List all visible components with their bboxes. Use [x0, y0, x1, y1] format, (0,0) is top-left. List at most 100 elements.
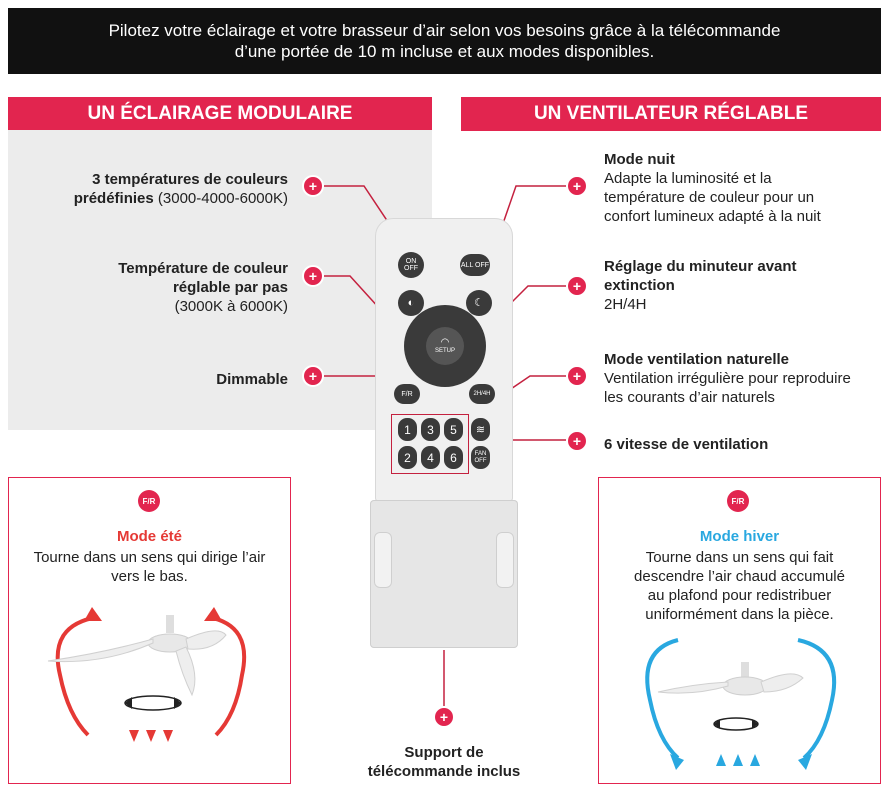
summer-desc: Tourne dans un sens qui dirige l’air ver… [8, 548, 291, 586]
speed-key-5[interactable]: 5 [444, 418, 463, 441]
plus-support[interactable]: + [433, 706, 455, 728]
feature-temp-preset-bold2: prédéfinies [73, 190, 154, 207]
summer-arrow-left [55, 615, 99, 737]
feature-temp-step: Température de couleur réglable par pas … [30, 259, 288, 316]
winter-desc-4: uniformément dans la pièce. [645, 606, 834, 623]
summer-rotation-arrow-left [125, 697, 132, 709]
summer-fan-blade-left [47, 638, 154, 663]
feature-timer-title-2: extinction [604, 277, 675, 294]
winter-fan-illustration [645, 638, 837, 770]
speed-key-3[interactable]: 3 [421, 418, 440, 441]
feature-temp-step-range: (3000K à 6000K) [174, 298, 288, 315]
summer-fan-blade-right [185, 630, 227, 650]
intro-banner: Pilotez votre éclairage et votre brasseu… [8, 8, 881, 74]
temperature-icon: ◐ [407, 296, 415, 309]
speed-keys-outline [391, 414, 469, 474]
feature-temp-step-bold2: réglable par pas [172, 279, 288, 296]
feature-natural-title: Mode ventilation naturelle [604, 351, 790, 368]
winter-desc-3: au plafond pour redistribuer [647, 587, 832, 604]
summer-arrowhead-right [204, 607, 222, 621]
speed-key-6[interactable]: 6 [444, 446, 463, 469]
wifi-icon: ◠ [440, 337, 450, 348]
summer-down-arrows [129, 730, 173, 742]
feature-natural-desc-2: les courants d’air naturels [604, 389, 775, 406]
speed-key-1[interactable]: 1 [398, 418, 417, 441]
summer-arrow-right [207, 615, 247, 737]
remote-holder [370, 500, 518, 648]
support-line-2: télécommande inclus [367, 763, 521, 780]
feature-temp-preset-range: (3000-4000-6000K) [153, 190, 288, 207]
feature-speeds: 6 vitesse de ventilation [604, 436, 769, 453]
setup-button[interactable]: ◠ SETUP [426, 327, 464, 365]
feature-timer: Réglage du minuteur avant extinction 2H/… [604, 257, 884, 314]
winter-fr-badge: F/R [727, 490, 749, 512]
summer-desc-2: vers le bas. [111, 568, 188, 585]
all-off-button[interactable]: ALL OFF [460, 254, 490, 276]
section-title-lighting: UN ÉCLAIRAGE MODULAIRE [8, 97, 432, 131]
plus-temp-step[interactable]: + [302, 265, 324, 287]
feature-night-desc-3: confort lumineux adapté à la nuit [604, 208, 821, 225]
feature-night-title: Mode nuit [604, 151, 675, 168]
summer-fr-badge: F/R [138, 490, 160, 512]
summer-fan-mount [166, 615, 174, 633]
fan-off-button[interactable]: FAN OFF [471, 446, 490, 469]
fr-button[interactable]: F/R [394, 384, 420, 404]
feature-night-desc-1: Adapte la luminosité et la [604, 170, 772, 187]
winter-title: Mode hiver [699, 528, 780, 545]
feature-timer-desc: 2H/4H [604, 296, 647, 313]
night-mode-button[interactable]: ☾ [466, 290, 492, 316]
winter-arrowhead-right [798, 754, 812, 770]
section-title-fan: UN VENTILATEUR RÉGLABLE [461, 97, 881, 131]
feature-timer-title-1: Réglage du minuteur avant [604, 258, 797, 275]
winter-fan-blade-right [760, 673, 804, 693]
plus-speeds[interactable]: + [566, 430, 588, 452]
winter-rotation-arrow-right [752, 719, 758, 729]
feature-night: Mode nuit Adapte la luminosité et la tem… [604, 150, 884, 226]
speed-key-4[interactable]: 4 [421, 446, 440, 469]
winter-fan-mount [741, 662, 749, 678]
holder-left-clip [374, 532, 392, 588]
plus-night[interactable]: + [566, 175, 588, 197]
summer-fan-illustration [47, 607, 247, 742]
plus-natural[interactable]: + [566, 365, 588, 387]
summer-arrowhead-left [84, 607, 102, 621]
intro-line-1: Pilotez votre éclairage et votre brasseu… [108, 21, 781, 40]
feature-natural: Mode ventilation naturelle Ventilation i… [604, 350, 886, 407]
feature-dimmable: Dimmable [216, 371, 288, 388]
wave-icon: ≋ [475, 424, 486, 436]
winter-arrow-right [797, 638, 837, 760]
winter-fan-blade-left [657, 681, 729, 694]
winter-arrow-left [645, 638, 680, 760]
summer-rotation-ring [124, 695, 182, 711]
feature-night-desc-2: température de couleur pour un [604, 189, 815, 206]
temperature-button[interactable]: ◐ [398, 290, 424, 316]
feature-natural-desc-1: Ventilation irrégulière pour reproduire [604, 370, 851, 387]
winter-arrowhead-left [670, 754, 684, 770]
winter-rotation-arrow-left [714, 719, 720, 729]
feature-temp-preset: 3 températures de couleurs prédéfinies (… [30, 170, 288, 208]
winter-rotation-ring [713, 717, 759, 731]
winter-desc-1: Tourne dans un sens qui fait [645, 549, 834, 566]
winter-desc-2: descendre l’air chaud accumulé [634, 568, 845, 585]
summer-desc-1: Tourne dans un sens qui dirige l’air [33, 549, 266, 566]
feature-temp-step-bold1: Température de couleur [118, 260, 288, 277]
winter-desc: Tourne dans un sens qui fait descendre l… [598, 548, 881, 624]
support-label: Support de télécommande inclus [330, 743, 558, 781]
winter-fan-hub [722, 676, 768, 696]
summer-rotation-arrow-right [174, 697, 181, 709]
feature-temp-preset-bold: 3 températures de couleurs [92, 171, 288, 188]
winter-up-arrows [716, 754, 760, 766]
on-off-button[interactable]: ON OFF [398, 252, 424, 278]
natural-mode-button[interactable]: ≋ [471, 418, 490, 441]
support-line-1: Support de [404, 744, 484, 761]
plus-timer[interactable]: + [566, 275, 588, 297]
plus-temp-preset[interactable]: + [302, 175, 324, 197]
intro-line-2: d’une portée de 10 m incluse et aux mode… [234, 42, 655, 61]
lighting-panel [8, 130, 432, 430]
speed-key-2[interactable]: 2 [398, 446, 417, 469]
moon-icon: ☾ [474, 296, 484, 309]
timer-button[interactable]: 2H/4H [469, 384, 495, 404]
summer-title: Mode été [116, 528, 182, 545]
plus-dimmable[interactable]: + [302, 365, 324, 387]
winter-mode-box [598, 477, 881, 784]
